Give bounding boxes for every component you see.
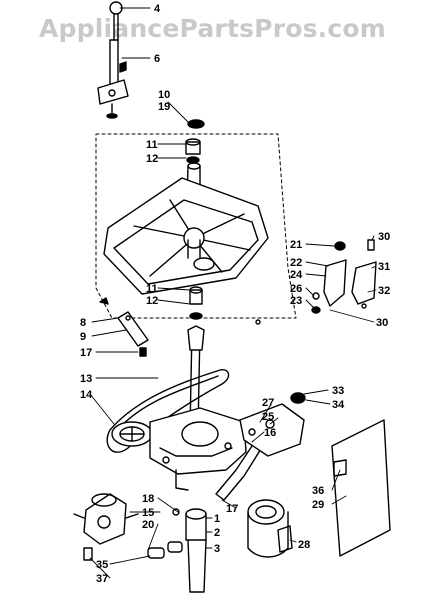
- callout-8: 8: [80, 317, 86, 329]
- callout-20: 20: [142, 519, 154, 531]
- clamps: [83, 541, 183, 561]
- transmission: [149, 407, 247, 491]
- callout-24: 24: [290, 269, 303, 281]
- callout-25: 25: [262, 411, 274, 423]
- callout-11: 11: [146, 139, 158, 151]
- callout-4: 4: [154, 3, 161, 15]
- callout-33: 33: [332, 385, 344, 397]
- callout-27: 27: [262, 397, 274, 409]
- callout-16: 16: [264, 427, 276, 439]
- callout-29: 29: [312, 499, 324, 511]
- callout-30a: 30: [378, 231, 390, 243]
- callout-11b: 11: [146, 283, 158, 295]
- callout-31: 31: [378, 261, 390, 273]
- callout-32: 32: [378, 285, 390, 297]
- callout-19: 19: [158, 101, 170, 113]
- pivot-bracket: [99, 297, 149, 357]
- callout-37: 37: [96, 573, 108, 585]
- motor-shield: [331, 419, 391, 557]
- callout-26: 26: [290, 283, 302, 295]
- callout-28: 28: [298, 539, 310, 551]
- assembly-frame: [95, 133, 297, 319]
- shaft-bracket: [97, 13, 129, 119]
- callout-12b: 12: [146, 295, 158, 307]
- watermark: AppliancePartsPros.com: [38, 14, 387, 43]
- callout-3: 3: [214, 543, 220, 555]
- callout-34: 34: [332, 399, 345, 411]
- callout-21: 21: [290, 239, 302, 251]
- callout-labels: 4 6 10 19 11 12 11 12 8 9 17 13 14 21 22…: [80, 3, 390, 585]
- brake: [239, 392, 306, 457]
- callout-23: 23: [290, 295, 302, 307]
- callout-30b: 30: [376, 317, 388, 329]
- callout-36: 36: [312, 485, 324, 497]
- base-plate: [103, 177, 269, 295]
- motor-bracket-left: [311, 241, 347, 314]
- callout-14: 14: [80, 389, 93, 401]
- callout-1: 1: [214, 513, 220, 525]
- callout-22: 22: [290, 257, 302, 269]
- bearing: [185, 138, 201, 164]
- callout-9: 9: [80, 331, 86, 343]
- callout-6: 6: [154, 53, 160, 65]
- leader-lines: [89, 7, 377, 579]
- callout-10: 10: [158, 89, 170, 101]
- callout-18: 18: [142, 493, 154, 505]
- callout-35: 35: [96, 559, 108, 571]
- callout-12: 12: [146, 153, 158, 165]
- callout-17b: 17: [226, 503, 238, 515]
- pulley: [111, 421, 153, 447]
- pump: [73, 493, 139, 545]
- cap: [187, 119, 205, 129]
- lower-tube: [172, 508, 207, 593]
- callout-2: 2: [214, 527, 220, 539]
- motor-bracket-right: [351, 239, 377, 309]
- callout-13: 13: [80, 373, 92, 385]
- callout-17: 17: [80, 347, 92, 359]
- motor: [247, 499, 293, 558]
- callout-15: 15: [142, 507, 154, 519]
